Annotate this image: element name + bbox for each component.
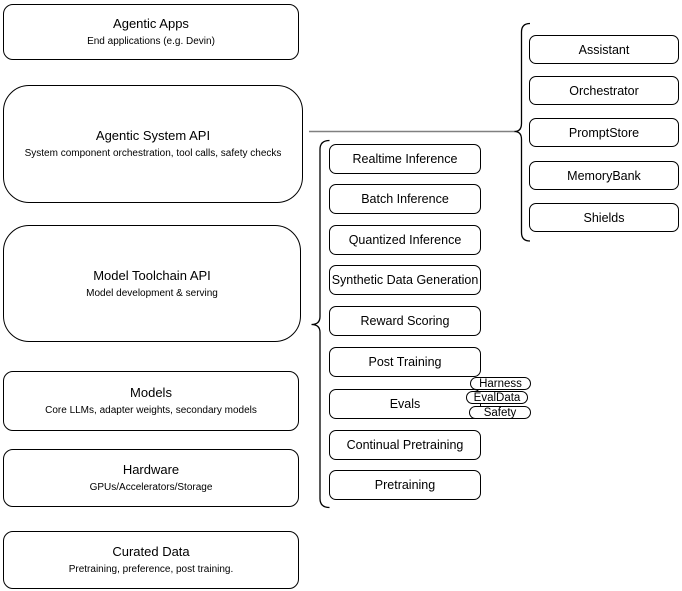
layer-model-toolchain-api: Model Toolchain API Model development & … [3,225,301,342]
node-label: Orchestrator [569,83,639,98]
brace-toolchain-components [311,139,330,509]
layer-subtitle: End applications (e.g. Devin) [87,36,215,47]
layer-title: Curated Data [112,544,190,559]
node-label: Evals [389,397,421,411]
toolchain-item-synthetic-data-generation: Synthetic Data Generation [329,265,481,295]
pill-label: EvalData [473,391,521,404]
node-label: MemoryBank [567,168,641,183]
layer-agentic-system-api: Agentic System API System component orch… [3,85,303,203]
layer-subtitle: Model development & serving [86,287,218,299]
toolchain-item-evals: Evals [329,389,481,419]
node-label: Shields [583,210,625,225]
toolchain-item-continual-pretraining: Continual Pretraining [329,430,481,460]
node-label: Pretraining [374,478,436,492]
node-label: Synthetic Data Generation [331,273,479,287]
node-label: Realtime Inference [352,152,458,166]
node-label: Quantized Inference [348,233,462,247]
node-label: Post Training [368,355,442,369]
system-item-memorybank: MemoryBank [529,161,679,190]
node-label: Batch Inference [361,192,449,206]
layer-subtitle: Pretraining, preference, post training. [68,564,234,575]
toolchain-item-quantized-inference: Quantized Inference [329,225,481,255]
system-item-promptstore: PromptStore [529,118,679,147]
system-item-assistant: Assistant [529,35,679,64]
layer-title: Model Toolchain API [93,267,211,283]
pill-label: Harness [479,377,522,390]
layer-title: Agentic Apps [113,16,189,31]
toolchain-item-post-training: Post Training [329,347,481,377]
system-item-orchestrator: Orchestrator [529,76,679,105]
evals-tag-safety: Safety [469,406,531,419]
node-label: PromptStore [568,125,640,140]
node-label: Assistant [578,42,630,57]
layer-title: Models [130,385,172,400]
brace-system-components [514,22,531,242]
toolchain-item-pretraining: Pretraining [329,470,481,500]
system-item-shields: Shields [529,203,679,232]
layer-subtitle: GPUs/Accelerators/Storage [89,482,213,493]
layer-models: Models Core LLMs, adapter weights, secon… [3,371,299,431]
layer-title: Agentic System API [95,128,211,143]
toolchain-item-batch-inference: Batch Inference [329,184,481,214]
layer-curated-data: Curated Data Pretraining, preference, po… [3,531,299,589]
layer-title: Hardware [122,462,180,477]
layer-hardware: Hardware GPUs/Accelerators/Storage [3,449,299,507]
layer-agentic-apps: Agentic Apps End applications (e.g. Devi… [3,4,299,60]
toolchain-item-reward-scoring: Reward Scoring [329,306,481,336]
node-label: Reward Scoring [360,314,450,328]
layer-subtitle: System component orchestration, tool cal… [24,148,282,159]
node-label: Continual Pretraining [346,438,464,452]
layer-subtitle: Core LLMs, adapter weights, secondary mo… [45,405,257,416]
pill-label: Safety [483,406,517,419]
evals-tag-harness: Harness [470,377,531,390]
evals-tag-evaldata: EvalData [466,391,528,404]
toolchain-item-realtime-inference: Realtime Inference [329,144,481,174]
